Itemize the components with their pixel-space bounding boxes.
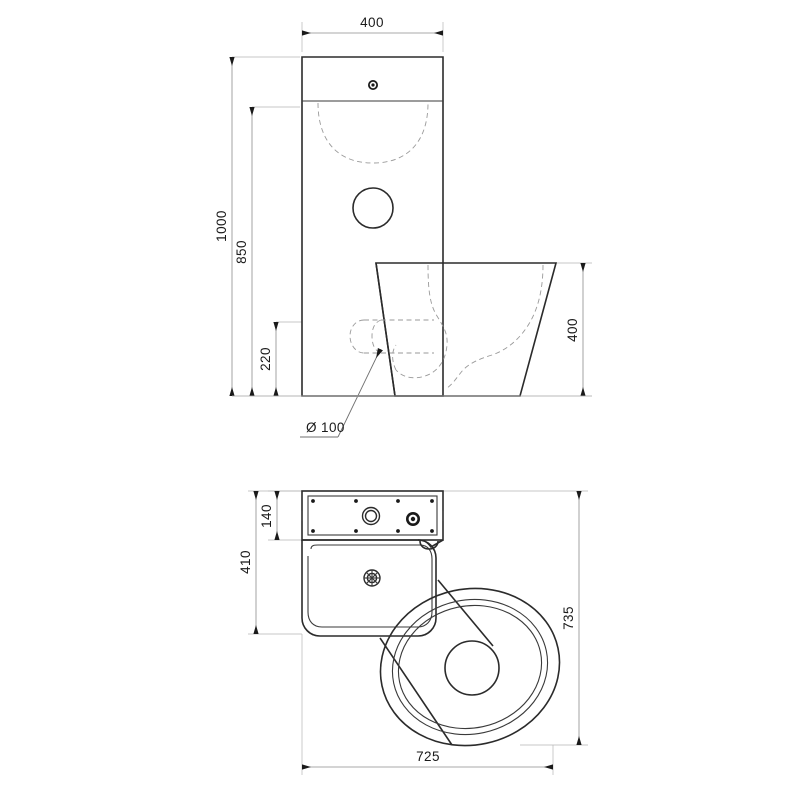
dim-label-outlet-diameter: Ø 100 — [306, 420, 345, 435]
dim-label-pan-height-400: 400 — [565, 318, 580, 342]
pan-trap-hidden-outline — [392, 264, 544, 389]
outlet-leader-annotation: Ø 100 — [300, 347, 383, 438]
flush-button-icon — [368, 80, 378, 90]
dim-label-height-1000: 1000 — [214, 210, 229, 242]
toilet-pan-elevation — [375, 262, 558, 397]
dim-elevation-outlet-height-220: 220 — [258, 322, 279, 396]
dim-label-height-850: 850 — [234, 240, 249, 264]
dim-elevation-width-400: 400 — [302, 15, 443, 36]
cistern-lid-bolt-holes — [311, 499, 434, 533]
dim-elevation-pan-height-400: 400 — [565, 263, 586, 396]
dim-label-plan-725: 725 — [416, 749, 440, 764]
cistern-fill-valve-icon — [361, 506, 381, 526]
dim-elevation-total-height-1000: 1000 — [214, 57, 235, 396]
dim-elevation-cistern-height-850: 850 — [234, 107, 255, 396]
bowl-waste-opening — [444, 640, 500, 696]
dim-plan-total-depth-735: 735 — [561, 491, 582, 745]
outlet-stub-hidden — [349, 319, 434, 354]
cistern-flush-valve-icon — [406, 512, 420, 526]
view-front-elevation: 400 1000 850 220 400 — [214, 15, 592, 438]
basin-bowl-hidden-outline — [317, 102, 429, 164]
waste-outlet-circle — [352, 187, 394, 229]
cistern-side-tabs — [301, 511, 444, 521]
dim-plan-cistern-depth-140: 140 — [259, 491, 280, 540]
dim-label-width-400: 400 — [360, 15, 384, 30]
cistern-basin-body-elevation — [301, 56, 444, 397]
toilet-bowl-plan — [379, 579, 561, 747]
dim-plan-total-width-725: 725 — [302, 749, 553, 770]
basin-plan-outline — [301, 539, 444, 637]
basin-drain-grate-icon — [363, 569, 381, 587]
dim-label-plan-410: 410 — [238, 550, 253, 574]
dim-plan-basin-depth-410: 410 — [238, 491, 259, 634]
view-plan: 140 410 735 725 — [238, 490, 588, 775]
dim-label-plan-735: 735 — [561, 606, 576, 630]
dim-label-height-220: 220 — [258, 347, 273, 371]
elevation-extension-lines — [232, 22, 592, 397]
plan-extension-lines — [248, 490, 588, 775]
dim-label-plan-140: 140 — [259, 504, 274, 528]
